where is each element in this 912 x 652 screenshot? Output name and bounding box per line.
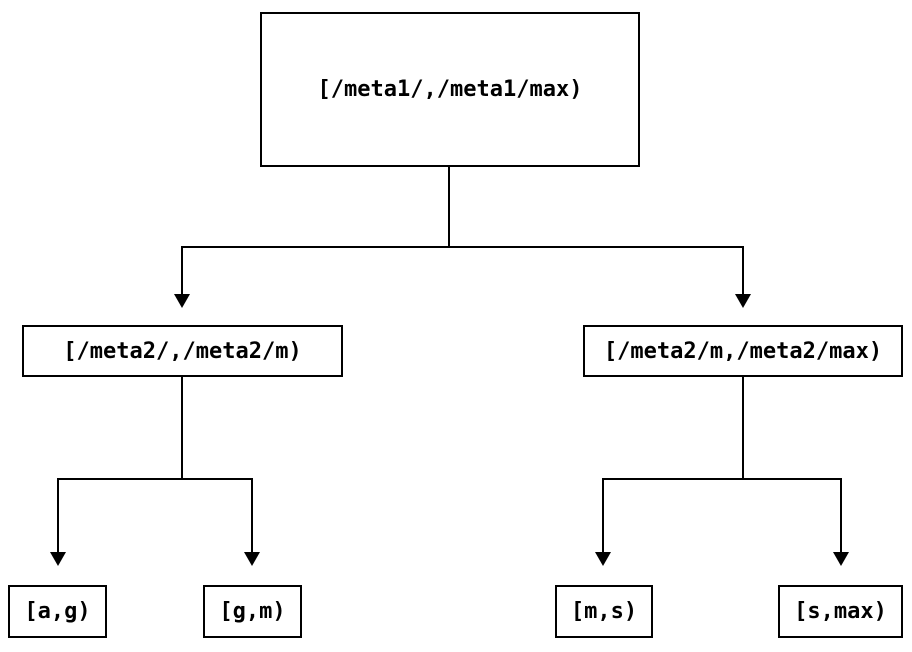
arrowhead-down-icon — [833, 552, 849, 566]
node-leaf-ms-label: [m,s) — [570, 599, 638, 624]
node-leaf-ms: [m,s) — [555, 585, 653, 638]
node-leaf-ag: [a,g) — [8, 585, 107, 638]
connector-left-crossbar — [57, 478, 253, 480]
node-root: [/meta1/,/meta1/max) — [260, 12, 640, 167]
connector-leaf-smax-leg — [840, 478, 842, 552]
connector-left-leg — [181, 246, 183, 294]
arrowhead-down-icon — [735, 294, 751, 308]
connector-leaf-gm-leg — [251, 478, 253, 552]
connector-right-crossbar — [602, 478, 842, 480]
node-leaf-smax-label: [s,max) — [794, 599, 887, 624]
connector-right-stem — [742, 377, 744, 480]
node-meta2-left: [/meta2/,/meta2/m) — [22, 325, 343, 377]
connector-left-stem — [181, 377, 183, 480]
node-meta2-right: [/meta2/m,/meta2/max) — [583, 325, 903, 377]
node-leaf-gm: [g,m) — [203, 585, 302, 638]
node-meta2-right-label: [/meta2/m,/meta2/max) — [603, 338, 883, 364]
node-leaf-ag-label: [a,g) — [24, 599, 91, 624]
node-leaf-gm-label: [g,m) — [219, 599, 286, 624]
connector-right-leg — [742, 246, 744, 294]
arrowhead-down-icon — [50, 552, 66, 566]
connector-root-crossbar — [181, 246, 744, 248]
node-leaf-smax: [s,max) — [778, 585, 903, 638]
node-meta2-left-label: [/meta2/,/meta2/m) — [63, 338, 302, 364]
arrowhead-down-icon — [174, 294, 190, 308]
arrowhead-down-icon — [244, 552, 260, 566]
connector-root-stem — [448, 167, 450, 247]
connector-leaf-ag-leg — [57, 478, 59, 552]
connector-leaf-ms-leg — [602, 478, 604, 552]
node-root-label: [/meta1/,/meta1/max) — [317, 77, 583, 102]
arrowhead-down-icon — [595, 552, 611, 566]
